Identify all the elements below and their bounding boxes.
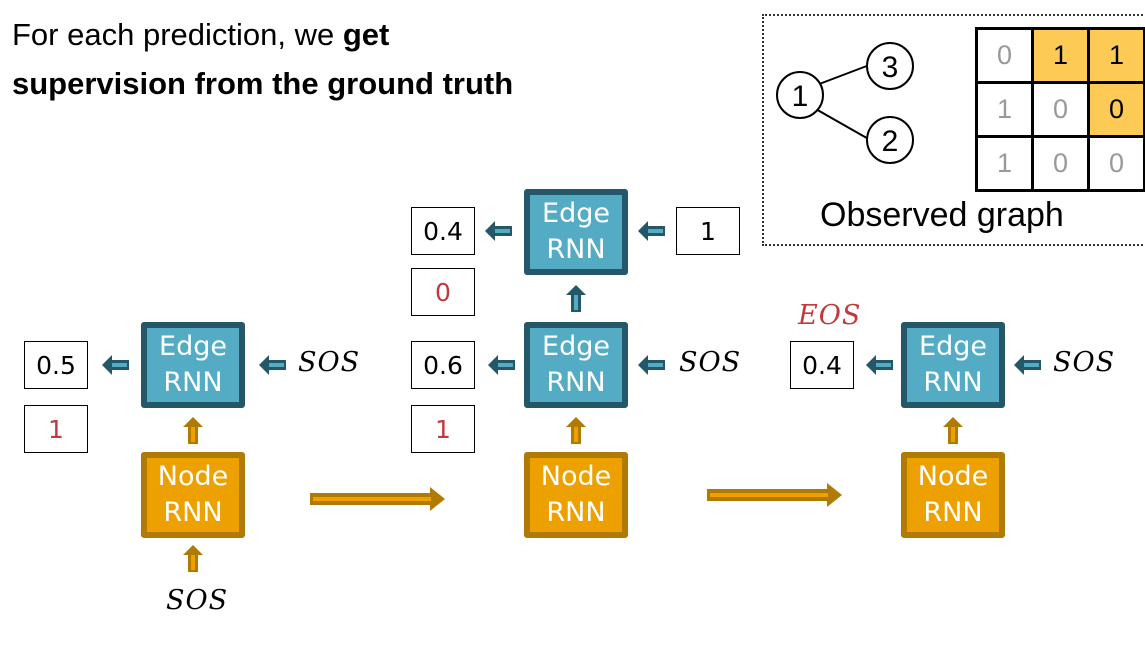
node-rnn-label-1: Node [917,461,989,492]
step2-edge1-ground-truth: 1 [411,405,475,453]
graph-node-1-label: 1 [792,80,809,113]
slide-title: For each prediction, we get supervision … [12,10,513,108]
observed-graph-drawing: 1 3 2 [776,42,914,164]
step2-node-to-edge-arrow-up-icon [566,417,586,444]
observed-graph-panel: 1 3 2 0 1 1 1 0 0 1 0 0 Observed graph [762,14,1145,246]
step3-node-rnn: Node RNN [901,452,1005,538]
step3-edge-rnn: Edge RNN [901,322,1005,408]
step3-eos-label: EOS [798,300,862,331]
matrix-cell: 0 [1031,81,1090,138]
matrix-cell: 1 [975,135,1034,192]
matrix-row: 0 1 1 [975,27,1145,84]
graph-edge-1-2 [813,107,873,142]
step1-node-sos: SOS [166,585,229,616]
step1-prediction: 0.5 [24,341,88,389]
edge-rnn-label-2: RNN [546,234,606,265]
node-rnn-label-2: RNN [163,497,223,528]
step2-edge1-input-arrow-left-icon [638,355,665,375]
matrix-cell-highlighted: 0 [1087,81,1145,138]
matrix-cell: 0 [975,27,1034,84]
step1-input-arrow-left-icon [259,355,286,375]
step1-ground-truth: 1 [24,405,88,453]
step2-edge-to-edge-arrow-up-icon [566,285,586,312]
title-line1-bold: get [342,17,390,52]
graph-edge-1-3 [813,63,873,87]
step2-edge2-input: 1 [676,207,740,255]
step1-node-rnn: Node RNN [141,452,245,538]
edge-rnn-label-2: RNN [546,367,606,398]
edge-rnn-label-1: Edge [919,331,987,362]
step2-edge2-input-arrow-left-icon [638,221,665,241]
matrix-cell: 1 [975,81,1034,138]
matrix-row: 1 0 0 [975,81,1145,138]
step2-edge-sos: SOS [679,347,742,378]
node-rnn-label-2: RNN [546,497,606,528]
step3-prediction: 0.4 [790,341,854,389]
matrix-row: 1 0 0 [975,135,1145,192]
step3-input-arrow-left-icon [1014,355,1041,375]
title-line2-bold: supervision from the ground truth [12,66,514,101]
matrix-cell-highlighted: 1 [1031,27,1090,84]
matrix-cell-highlighted: 1 [1087,27,1145,84]
edge-rnn-label-1: Edge [542,331,610,362]
graph-node-2-label: 2 [882,125,899,158]
transition-arrow-1-icon [310,487,445,511]
step3-node-to-edge-arrow-up-icon [943,417,963,444]
step3-edge-sos: SOS [1053,347,1116,378]
matrix-cell: 0 [1031,135,1090,192]
node-rnn-label-1: Node [540,461,612,492]
step2-edge2-ground-truth: 0 [411,268,475,316]
step1-node-to-edge-arrow-up-icon [183,417,203,444]
edge-rnn-label-2: RNN [163,367,223,398]
step1-sos-to-node-arrow-up-icon [183,545,203,572]
node-rnn-label-2: RNN [923,497,983,528]
node-rnn-label-1: Node [157,461,229,492]
step1-output-arrow-left-icon [102,355,129,375]
matrix-cell: 0 [1087,135,1145,192]
step2-edge1-prediction: 0.6 [411,341,475,389]
step3-output-arrow-left-icon [866,355,893,375]
step2-edge1-output-arrow-left-icon [488,355,515,375]
edge-rnn-label-1: Edge [159,331,227,362]
edge-rnn-label-2: RNN [923,367,983,398]
observed-graph-caption: Observed graph [820,196,1064,234]
step2-edge-rnn-2: Edge RNN [524,189,628,275]
step2-node-rnn: Node RNN [524,452,628,538]
graph-node-2 [866,116,914,164]
step1-edge-sos: SOS [298,347,361,378]
step2-edge2-output-arrow-left-icon [485,221,512,241]
graph-node-3 [866,42,914,90]
adjacency-matrix: 0 1 1 1 0 0 1 0 0 [975,27,1145,192]
title-line1-normal: For each prediction, we [12,17,343,52]
step2-edge2-prediction: 0.4 [411,207,475,255]
step1-edge-rnn: Edge RNN [141,322,245,408]
graph-node-3-label: 3 [882,51,899,84]
edge-rnn-label-1: Edge [542,198,610,229]
step2-edge-rnn-1: Edge RNN [524,322,628,408]
transition-arrow-2-icon [707,483,842,507]
graph-node-1 [776,71,824,119]
